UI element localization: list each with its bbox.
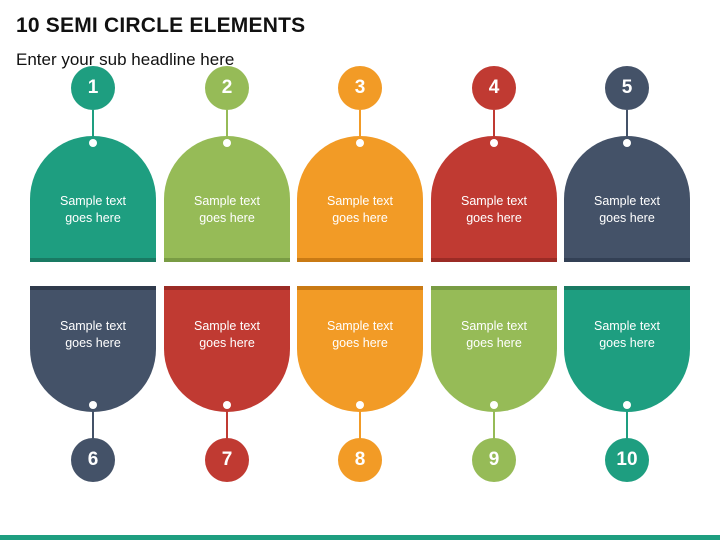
connector-dot	[623, 139, 631, 147]
number-badge: 8	[338, 438, 382, 482]
element-text: Sample text goes here	[193, 319, 260, 350]
shape-band	[431, 286, 557, 290]
shape-band	[564, 258, 690, 262]
number-badge: 4	[472, 66, 516, 110]
semi-circle-shape: Sample text goes here	[431, 286, 557, 412]
connector-dot	[356, 401, 364, 409]
shape-band	[164, 258, 290, 262]
shape-band	[297, 258, 423, 262]
connector-line	[626, 110, 628, 192]
semi-circle-shape: Sample text goes here	[164, 286, 290, 412]
number-badge: 6	[71, 438, 115, 482]
connector-line	[359, 404, 361, 440]
connector-line	[226, 110, 228, 192]
connector-dot	[490, 139, 498, 147]
number-badge: 3	[338, 66, 382, 110]
connector-line	[493, 110, 495, 192]
connector-dot	[89, 139, 97, 147]
shape-band	[30, 258, 156, 262]
connector-dot	[223, 139, 231, 147]
element-text: Sample text goes here	[59, 194, 126, 225]
shape-band	[30, 286, 156, 290]
connector-line	[92, 110, 94, 192]
connector-dot	[356, 139, 364, 147]
shape-band	[431, 258, 557, 262]
number-badge: 9	[472, 438, 516, 482]
element-text: Sample text goes here	[593, 319, 660, 350]
element-text: Sample text goes here	[59, 319, 126, 350]
semi-circle-shape: Sample text goes here	[564, 286, 690, 412]
footer-bar	[0, 535, 720, 540]
semi-circle-shape: Sample text goes here	[30, 286, 156, 412]
element-text: Sample text goes here	[193, 194, 260, 225]
element-text: Sample text goes here	[593, 194, 660, 225]
page-title: 10 SEMI CIRCLE ELEMENTS	[16, 14, 306, 37]
connector-dot	[490, 401, 498, 409]
connector-dot	[623, 401, 631, 409]
semi-circle-shape: Sample text goes here	[164, 136, 290, 262]
shape-band	[564, 286, 690, 290]
shape-band	[297, 286, 423, 290]
connector-line	[359, 110, 361, 192]
number-badge: 7	[205, 438, 249, 482]
element-text: Sample text goes here	[326, 319, 393, 350]
shape-band	[164, 286, 290, 290]
connector-line	[226, 404, 228, 440]
connector-dot	[223, 401, 231, 409]
connector-line	[92, 404, 94, 440]
connector-line	[493, 404, 495, 440]
number-badge: 10	[605, 438, 649, 482]
element-text: Sample text goes here	[460, 194, 527, 225]
number-badge: 1	[71, 66, 115, 110]
number-badge: 5	[605, 66, 649, 110]
page-subtitle: Enter your sub headline here	[16, 50, 235, 69]
element-text: Sample text goes here	[326, 194, 393, 225]
semi-circle-shape: Sample text goes here	[297, 286, 423, 412]
number-badge: 2	[205, 66, 249, 110]
connector-dot	[89, 401, 97, 409]
element-text: Sample text goes here	[460, 319, 527, 350]
connector-line	[626, 404, 628, 440]
